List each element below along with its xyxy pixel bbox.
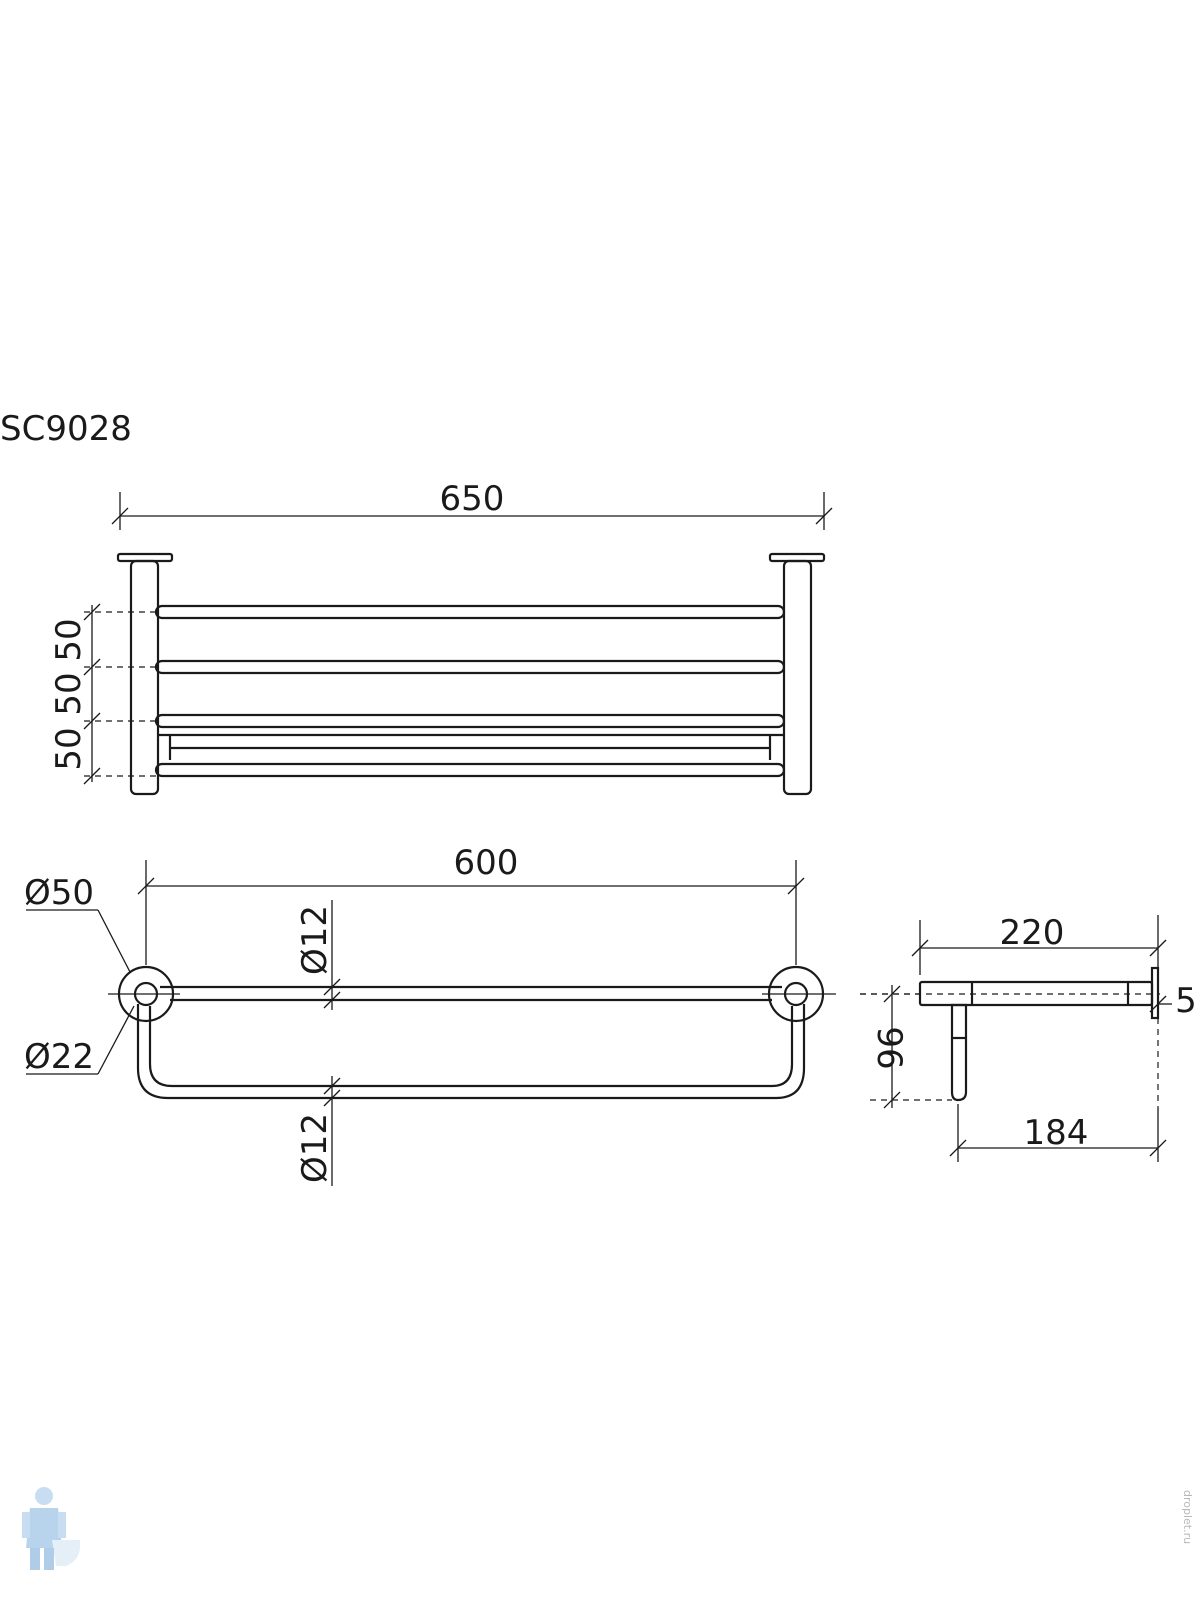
dimension-96: 96 <box>860 985 952 1109</box>
spacing-bottom-label: 50 <box>49 727 89 770</box>
top-view: 600 Ø50 Ø22 <box>24 843 836 1186</box>
callout-flange-diameter: Ø50 <box>24 873 131 973</box>
lower-rail <box>136 1004 806 1100</box>
dimension-lower-rail: Ø12 <box>295 1076 341 1186</box>
spacing-middle-label: 50 <box>49 672 89 715</box>
upper-rail <box>160 985 782 1002</box>
flange-thickness-label: 5 <box>1175 981 1197 1021</box>
side-hook <box>950 1003 968 1102</box>
bar-length-label: 600 <box>454 843 519 883</box>
flange-diameter-label: Ø50 <box>24 873 94 913</box>
wall-mount-right <box>768 552 826 796</box>
upper-rail-diameter-label: Ø12 <box>295 905 335 975</box>
drop-label: 96 <box>869 1026 909 1069</box>
post-diameter-label: Ø22 <box>24 1037 94 1077</box>
side-arm <box>860 966 1160 1020</box>
hook-offset-label: 184 <box>1024 1113 1089 1153</box>
dimension-220: 220 <box>911 913 1167 975</box>
dimension-650: 650 <box>111 479 833 530</box>
dimension-upper-rail: Ø12 <box>295 900 341 1010</box>
dimension-spacings: 50 50 50 <box>49 603 156 785</box>
front-view: 650 <box>49 479 833 796</box>
side-view: 220 5 96 <box>860 913 1197 1162</box>
callout-post-diameter: Ø22 <box>24 1005 135 1077</box>
wall-mount-left <box>116 552 174 796</box>
dimension-600: 600 <box>137 843 805 965</box>
depth-label: 220 <box>1000 913 1065 953</box>
plumber-logo-icon <box>22 1487 81 1570</box>
model-number: SC9028 <box>0 409 132 449</box>
dimension-184: 184 <box>949 1018 1167 1162</box>
lower-rail-diameter-label: Ø12 <box>295 1113 335 1183</box>
rails <box>154 604 786 778</box>
spacing-top-label: 50 <box>49 618 89 661</box>
site-watermark: droplet.ru <box>1181 1490 1194 1544</box>
dimension-5: 5 <box>1149 981 1197 1021</box>
overall-width-label: 650 <box>440 479 505 519</box>
